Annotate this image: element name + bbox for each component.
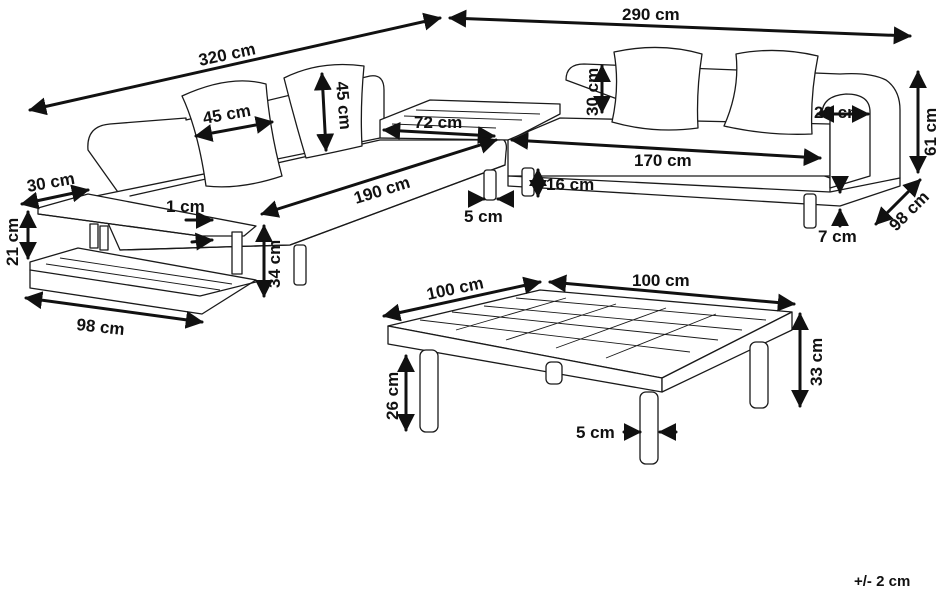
label-corner-table: 72 cm bbox=[414, 113, 462, 132]
label-side-table-height: 34 cm bbox=[265, 240, 284, 288]
label-side-table-length: 98 cm bbox=[76, 315, 126, 339]
label-arm-width: 20 cm bbox=[814, 103, 862, 122]
left-sofa-module bbox=[87, 63, 508, 286]
label-leg-height-right: 7 cm bbox=[818, 227, 857, 246]
label-coffee-table-leg-width: 5 cm bbox=[576, 423, 615, 442]
label-pillow-height: 45 cm bbox=[332, 81, 355, 131]
label-shelf-thickness: 1 cm bbox=[166, 197, 205, 216]
label-leg-height: 16 cm bbox=[546, 175, 594, 194]
tolerance-note: +/- 2 cm bbox=[854, 573, 910, 590]
label-side-table-lower: 21 cm bbox=[3, 218, 22, 266]
label-coffee-table-width: 100 cm bbox=[632, 271, 690, 290]
label-coffee-table-height: 33 cm bbox=[807, 338, 826, 386]
label-right-depth: 98 cm bbox=[885, 187, 933, 235]
label-coffee-table-leg-height: 26 cm bbox=[383, 372, 402, 420]
right-sofa-module bbox=[507, 46, 901, 229]
label-seat-right: 170 cm bbox=[634, 151, 692, 170]
label-leg-width: 5 cm bbox=[464, 207, 503, 226]
label-back-height: 30 cm bbox=[583, 68, 602, 116]
dimension-arrows bbox=[19, 9, 927, 441]
dimension-labels: 320 cm 290 cm 45 cm 45 cm 72 cm 190 cm 3… bbox=[3, 5, 940, 590]
label-side-table-width: 30 cm bbox=[25, 169, 76, 196]
label-arm-height: 61 cm bbox=[921, 108, 940, 156]
coffee-table-module bbox=[387, 289, 793, 465]
label-corner-length: 290 cm bbox=[622, 5, 680, 24]
